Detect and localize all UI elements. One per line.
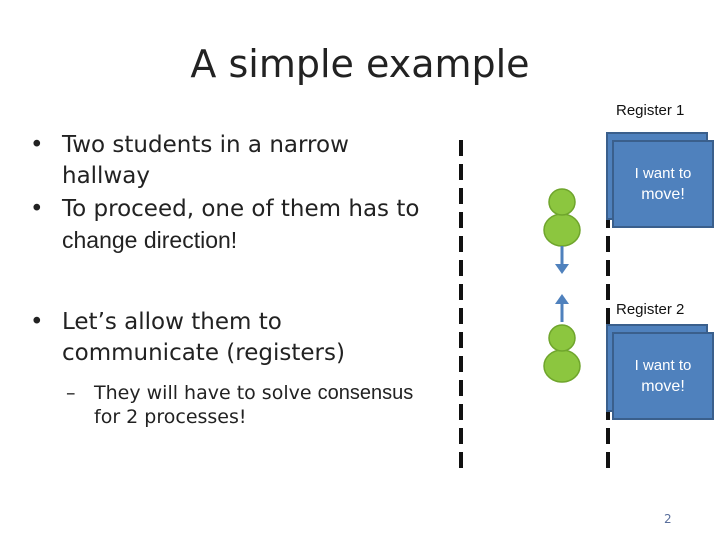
bullet-2: • To proceed, one of them has to change … [30,194,430,257]
sub-bullet-text-a: They will have to solve [94,382,318,404]
bullet-1-text: Two students in a narrow hallway [62,132,349,189]
register-1-label: Register 1 [616,102,685,119]
arrow-up-icon [555,294,569,322]
register-2-line2: move! [641,377,685,395]
bullet-2-text: To proceed, one of them has to [62,196,420,222]
student-top-icon [543,188,581,247]
bullet-dot-icon: • [30,132,44,158]
page-number: 2 [664,512,672,526]
sub-bullet-text-c: for 2 processes! [94,406,247,428]
bullet-3-text: Let’s allow them to communicate (registe… [62,309,345,366]
dash-icon: – [66,382,76,404]
hallway-wall-left [459,140,465,470]
bullet-2-text-emphasis: change direction! [62,227,238,253]
student-bottom-icon [543,324,581,383]
register-2-label: Register 2 [616,301,685,318]
bullet-dot-icon: • [30,309,44,335]
sub-bullet-text-b: consensus [317,382,414,404]
sub-bullet: – They will have to solve consensus for … [30,381,430,429]
register-1-line2: move! [641,185,685,203]
register-2: I want to move! [606,324,716,424]
register-1-line1: I want to [634,164,692,182]
slide-title: A simple example [190,42,530,86]
register-1: I want to move! [606,132,716,232]
register-2-line1: I want to [634,356,692,374]
bullet-list: • Two students in a narrow hallway • To … [30,130,430,429]
bullet-1: • Two students in a narrow hallway [30,130,430,192]
arrow-down-icon [555,246,569,274]
bullet-dot-icon: • [30,196,44,222]
bullet-3: • Let’s allow them to communicate (regis… [30,307,430,369]
